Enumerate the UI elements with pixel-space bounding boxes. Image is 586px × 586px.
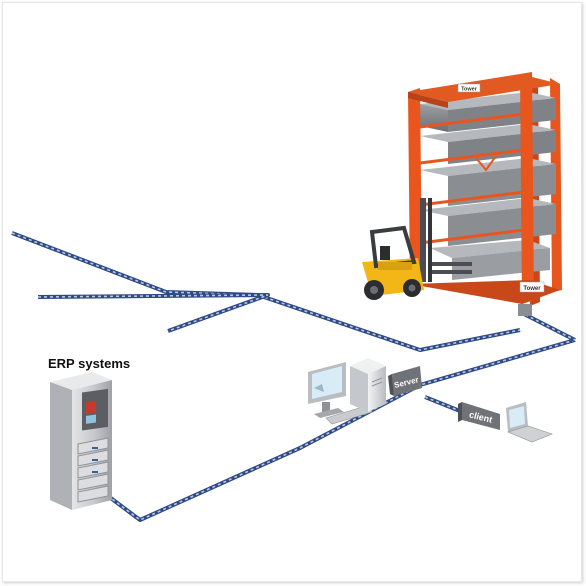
cable-lower [37, 293, 270, 333]
tower-pc-icon [350, 358, 386, 412]
erp-cabinet-icon [50, 372, 112, 510]
forklift-icon [362, 198, 472, 300]
shelf-stack [420, 92, 556, 280]
erp-systems-label: ERP systems [48, 356, 130, 371]
network-cables [11, 231, 576, 522]
workstation [308, 362, 373, 425]
client-box [458, 402, 500, 430]
cable-dash [11, 232, 521, 351]
server-box [388, 366, 422, 396]
brand-label-top: Tower [461, 87, 478, 93]
lift-terminal [518, 304, 532, 316]
keyboard-icon [325, 405, 373, 425]
cable-to-lift [519, 310, 576, 342]
monitor-icon [308, 362, 346, 418]
laptop-icon [506, 402, 553, 443]
erp-drawers [77, 437, 109, 503]
vertical-lift-module-icon: Tower Tower [408, 72, 562, 316]
cable-to-erp [106, 338, 576, 522]
brand-label-side: Tower [523, 286, 541, 292]
brand-plate-side [519, 281, 545, 293]
brand-plate-top [457, 83, 481, 93]
